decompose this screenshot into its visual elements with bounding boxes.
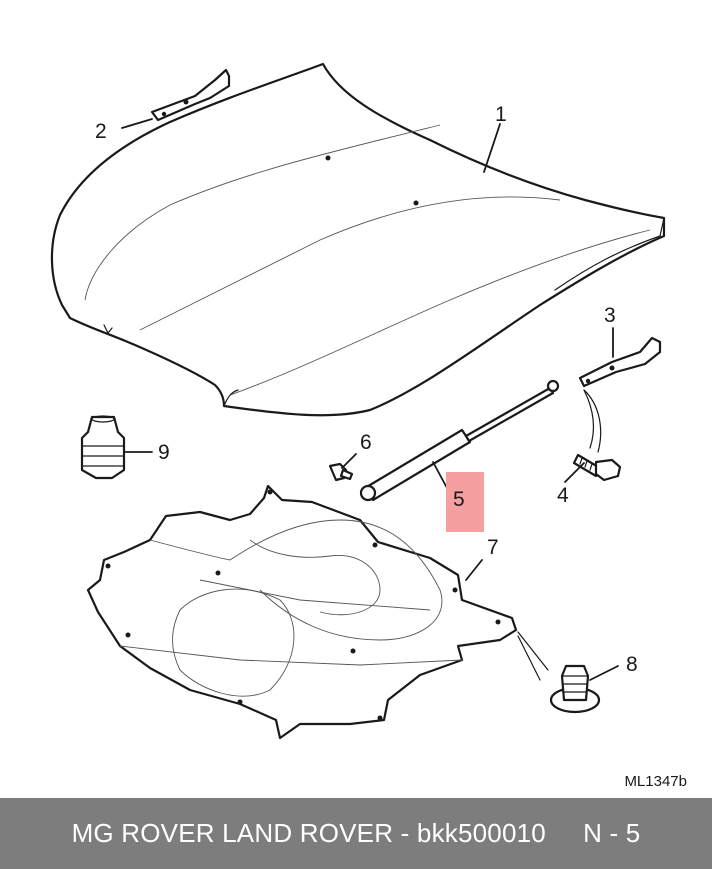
highlight-box bbox=[446, 472, 484, 532]
bonnet-panel bbox=[50, 62, 666, 417]
bolt bbox=[572, 453, 622, 482]
footer-gap bbox=[546, 818, 583, 848]
footer-brand: MG ROVER LAND ROVER bbox=[71, 818, 394, 848]
footer-position-label: N - 5 bbox=[583, 818, 641, 848]
insulation-panel bbox=[86, 484, 518, 740]
bump-stop bbox=[80, 415, 126, 480]
callout-9: 9 bbox=[158, 441, 170, 464]
callout-2: 2 bbox=[95, 120, 107, 143]
footer-separator: - bbox=[393, 818, 417, 848]
push-clip bbox=[549, 664, 601, 714]
callout-3: 3 bbox=[604, 304, 616, 327]
stud-clip bbox=[328, 462, 354, 482]
leader-lines bbox=[121, 118, 619, 681]
footer-bar: MG ROVER LAND ROVER - bkk500010 N - 5 bbox=[0, 798, 712, 869]
callout-8: 8 bbox=[626, 653, 638, 676]
footer-caption: MG ROVER LAND ROVER - bkk500010 N - 5 bbox=[72, 818, 641, 849]
footer-part-number: bkk500010 bbox=[416, 818, 546, 848]
callout-6: 6 bbox=[360, 431, 372, 454]
callout-1: 1 bbox=[495, 103, 507, 126]
callout-4: 4 bbox=[557, 484, 569, 507]
hinge-right bbox=[578, 336, 662, 388]
callout-labels: 1 2 3 4 5 6 7 8 9 bbox=[95, 103, 638, 676]
hinge-left bbox=[150, 68, 231, 122]
diagram-reference-code: ML1347b bbox=[624, 773, 687, 790]
callout-7: 7 bbox=[487, 536, 499, 559]
callout-5: 5 bbox=[453, 488, 465, 511]
gas-strut bbox=[359, 379, 560, 502]
parts-diagram: 1 2 3 4 5 6 7 8 9 ML1347b bbox=[50, 62, 687, 790]
